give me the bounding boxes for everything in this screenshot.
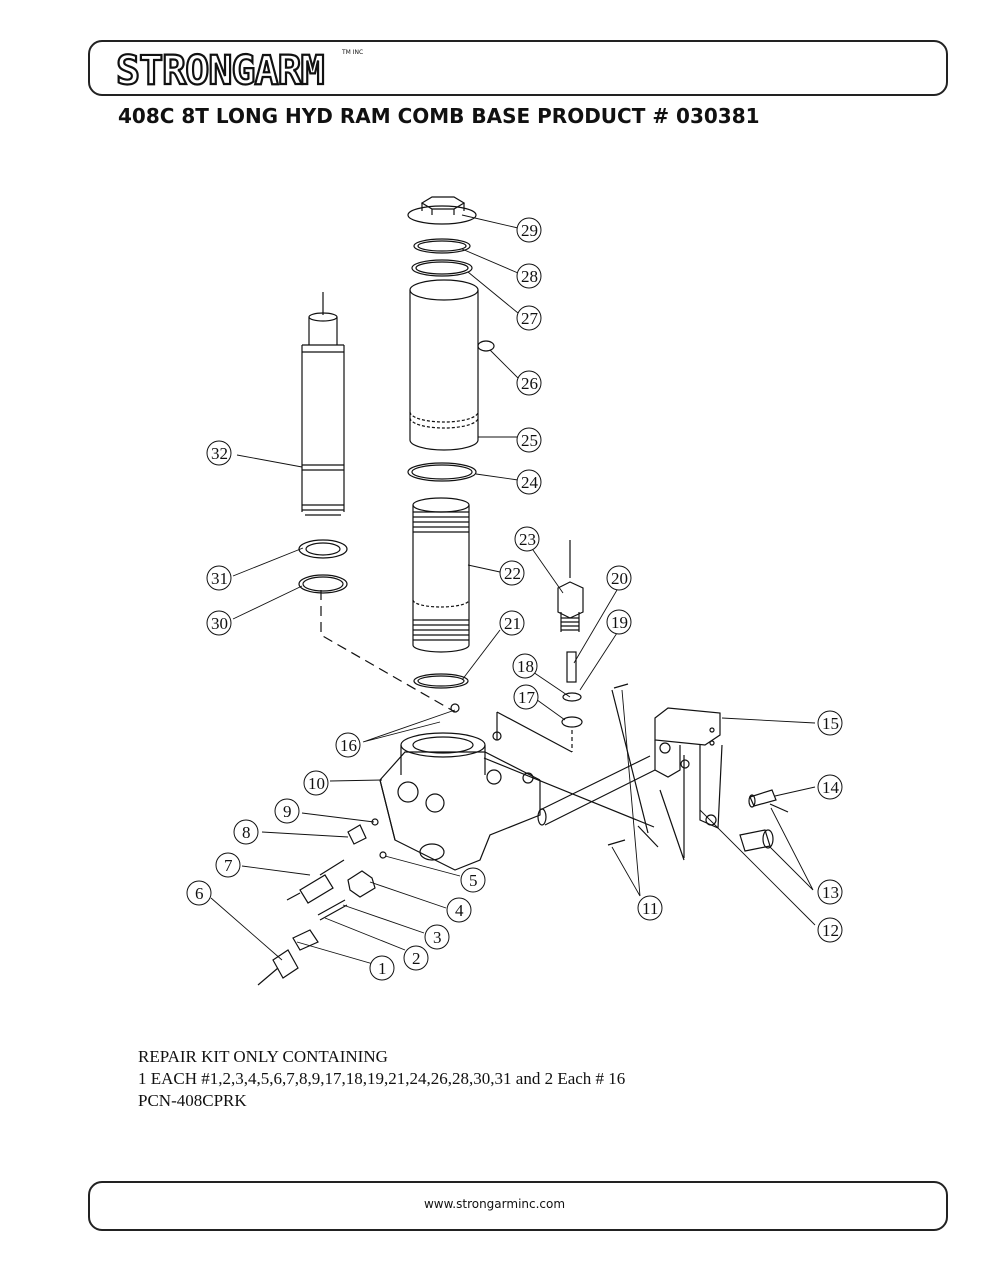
callout-7: 7 [224, 856, 233, 875]
washer-part [561, 716, 583, 728]
leader-lines [210, 214, 816, 969]
callout-4: 4 [455, 901, 464, 920]
callout-9: 9 [283, 802, 292, 821]
callout-1: 1 [378, 959, 387, 978]
repair-kit-heading: REPAIR KIT ONLY CONTAINING [138, 1047, 388, 1066]
bolt-part [477, 340, 495, 352]
callout-30: 30 [211, 614, 228, 633]
callout-19: 19 [611, 613, 628, 632]
callout-26: 26 [521, 374, 538, 393]
callout-16: 16 [340, 736, 357, 755]
callout-10: 10 [308, 774, 325, 793]
seal-ring-part [407, 462, 477, 482]
callout-27: 27 [521, 309, 539, 328]
top-nut-part [407, 196, 477, 225]
pivot-pin-part [739, 789, 789, 852]
callout-20: 20 [611, 569, 628, 588]
footer-frame [88, 1181, 948, 1231]
piston-rod-part [301, 292, 345, 516]
seal-ring-part [411, 259, 473, 277]
callout-23: 23 [519, 530, 536, 549]
outer-cylinder-part [409, 279, 479, 451]
website-link[interactable]: www.strongarminc.com [423, 1197, 566, 1211]
page-title: 408C 8T LONG HYD RAM COMB BASE PRODUCT #… [118, 104, 760, 128]
seal-ring-part [298, 574, 348, 594]
callout-bubbles [186, 217, 843, 981]
callout-11: 11 [642, 899, 658, 918]
brand-logo-text: STRONGARM [116, 48, 324, 90]
seal-ring-part [413, 238, 471, 254]
release-valve-part [557, 540, 584, 632]
callout-31: 31 [211, 569, 228, 588]
release-valve-parts [257, 818, 387, 986]
base-body-part [379, 711, 573, 871]
callout-29: 29 [521, 221, 538, 240]
trademark-mark: TM INC [342, 49, 364, 56]
callout-24: 24 [521, 473, 539, 492]
callout-22: 22 [504, 564, 521, 583]
repair-kit-note: REPAIR KIT ONLY CONTAINING 1 EACH #1,2,3… [138, 1046, 625, 1112]
callout-14: 14 [822, 778, 840, 797]
plunger-pin-part [566, 651, 577, 683]
callout-6: 6 [195, 884, 204, 903]
ram-cylinder-part [412, 497, 470, 653]
header-frame [88, 40, 948, 96]
seal-ring-part [413, 673, 469, 689]
callout-13: 13 [822, 883, 839, 902]
callout-18: 18 [517, 657, 534, 676]
lever-bracket-part [654, 707, 723, 829]
pump-rod-part [539, 755, 656, 826]
exploded-parts-diagram: 29 28 27 26 25 24 23 22 20 21 19 18 17 3… [186, 196, 843, 986]
callout-15: 15 [822, 714, 839, 733]
steel-ball-part [450, 703, 460, 713]
repair-kit-contents: 1 EACH #1,2,3,4,5,6,7,8,9,17,18,19,21,24… [138, 1069, 626, 1088]
seal-ring-part [298, 539, 348, 559]
callout-8: 8 [242, 823, 251, 842]
repair-kit-part-number: PCN-408CPRK [138, 1091, 247, 1110]
callout-3: 3 [433, 928, 442, 947]
callout-2: 2 [412, 949, 421, 968]
washer-part [562, 692, 582, 702]
callout-28: 28 [521, 267, 538, 286]
strongarm-logo: STRONGARM [115, 47, 326, 90]
callout-5: 5 [469, 871, 478, 890]
callout-17: 17 [518, 688, 536, 707]
callout-12: 12 [822, 921, 839, 940]
callout-25: 25 [521, 431, 538, 450]
callout-32: 32 [211, 444, 228, 463]
callout-21: 21 [504, 614, 521, 633]
